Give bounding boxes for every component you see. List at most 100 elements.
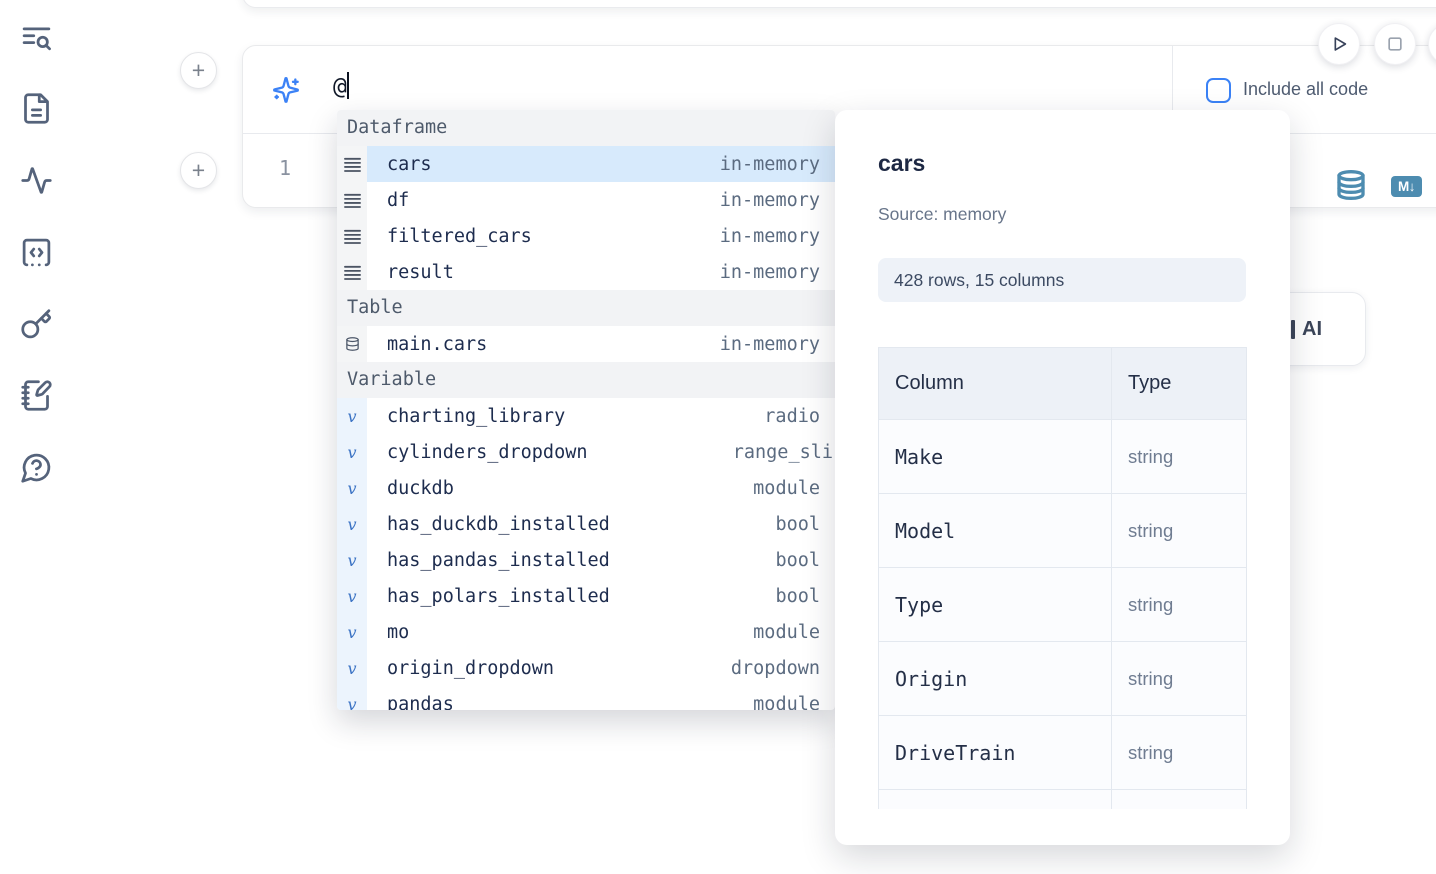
completion-item-type: bool <box>775 549 820 571</box>
completion-item-gutter: v <box>337 470 367 506</box>
dataframe-icon <box>343 157 361 172</box>
completion-section-header: Table <box>337 290 835 326</box>
stop-icon <box>1388 37 1402 51</box>
add-cell-button-top[interactable]: + <box>180 52 217 89</box>
preview-shape-badge: 428 rows, 15 columns <box>878 258 1246 302</box>
completion-item-name: cars <box>387 153 432 175</box>
dataframe-icon <box>343 193 361 208</box>
completion-item-gutter <box>337 218 367 254</box>
completion-item-name: mo <box>387 621 410 643</box>
dataframe-preview-popup: cars Source: memory 428 rows, 15 columns… <box>835 110 1290 845</box>
preview-column-name: Origin <box>879 642 1112 715</box>
completion-item-type: module <box>753 621 820 643</box>
preview-source: Source: memory <box>878 204 1007 224</box>
completion-item-type: in-memory <box>719 153 820 175</box>
completion-item-content: result in-memory <box>367 254 835 290</box>
convert-to-markdown-button[interactable]: M↓ <box>1391 176 1422 197</box>
completion-item-name: main.cars <box>387 333 488 355</box>
preview-title: cars <box>878 150 926 176</box>
ai-label: AI <box>1302 317 1322 340</box>
completion-item-gutter: v <box>337 650 367 686</box>
stop-button[interactable] <box>1374 23 1416 65</box>
completion-item-content: has_pandas_installed bool <box>367 542 835 578</box>
preview-column-type: string <box>1128 741 1174 763</box>
completion-section-header: Variable <box>337 362 835 398</box>
completion-item-type: bool <box>775 585 820 607</box>
variable-icon: v <box>347 406 357 426</box>
variable-icon: v <box>347 622 357 642</box>
preview-column-name: Make <box>879 420 1112 493</box>
completion-item-gutter <box>337 254 367 290</box>
ai-prompt-input[interactable]: @ <box>333 72 349 100</box>
completion-item-type: in-memory <box>719 333 820 355</box>
completion-item-name: filtered_cars <box>387 225 532 247</box>
completion-item-name: pandas <box>387 693 454 711</box>
run-cell-button[interactable] <box>1318 23 1360 65</box>
include-all-code-label[interactable]: Include all code <box>1243 79 1369 99</box>
key-icon[interactable] <box>20 308 53 341</box>
help-chat-icon[interactable] <box>20 451 53 484</box>
activity-icon[interactable] <box>20 164 53 197</box>
completion-item[interactable]: v pandas module <box>337 686 835 710</box>
convert-to-sql-button[interactable] <box>1335 169 1367 203</box>
completion-item-gutter: v <box>337 542 367 578</box>
completion-item-name: result <box>387 261 454 283</box>
preview-table-row: Origin string <box>879 642 1246 716</box>
completion-item[interactable]: main.cars in-memory <box>337 326 835 362</box>
completion-item-name: charting_library <box>387 405 566 427</box>
completion-item-type: module <box>753 693 820 711</box>
preview-column-type: string <box>1128 519 1174 541</box>
editor-line-number: 1 <box>278 156 291 180</box>
completion-item[interactable]: v mo module <box>337 614 835 650</box>
completion-item-type: in-memory <box>719 261 820 283</box>
completion-item-gutter: v <box>337 506 367 542</box>
prompt-value: @ <box>333 74 347 100</box>
completion-item[interactable]: filtered_cars in-memory <box>337 218 835 254</box>
completion-item-content: cars in-memory <box>367 146 835 182</box>
include-all-code-checkbox[interactable] <box>1206 78 1231 103</box>
preview-column-type <box>1112 790 1246 809</box>
completion-item-type: in-memory <box>719 225 820 247</box>
completion-item[interactable]: result in-memory <box>337 254 835 290</box>
completion-item-name: has_pandas_installed <box>387 549 610 571</box>
variable-icon: v <box>347 442 357 462</box>
completion-item-gutter: v <box>337 686 367 710</box>
completion-item-content: pandas module <box>367 686 835 711</box>
list-search-icon[interactable] <box>20 22 53 55</box>
completion-item-name: has_polars_installed <box>387 585 610 607</box>
variable-icon: v <box>347 658 357 678</box>
completion-item[interactable]: cars in-memory <box>337 146 835 182</box>
file-text-icon[interactable] <box>20 92 53 125</box>
dataframe-icon <box>343 229 361 244</box>
completion-item-name: duckdb <box>387 477 454 499</box>
preview-table-header: Type <box>1128 372 1172 394</box>
preview-table-row-clipped <box>879 790 1246 809</box>
preview-column-type: string <box>1128 667 1174 689</box>
completion-section-header: Dataframe <box>337 110 835 146</box>
divider <box>1172 46 1173 134</box>
scratchpad-icon[interactable] <box>20 379 53 412</box>
completion-item[interactable]: v has_pandas_installed bool <box>337 542 835 578</box>
completion-item-gutter: v <box>337 614 367 650</box>
add-cell-button-bottom[interactable]: + <box>180 152 217 189</box>
code-cell-icon[interactable] <box>20 236 53 269</box>
completion-item-name: df <box>387 189 410 211</box>
